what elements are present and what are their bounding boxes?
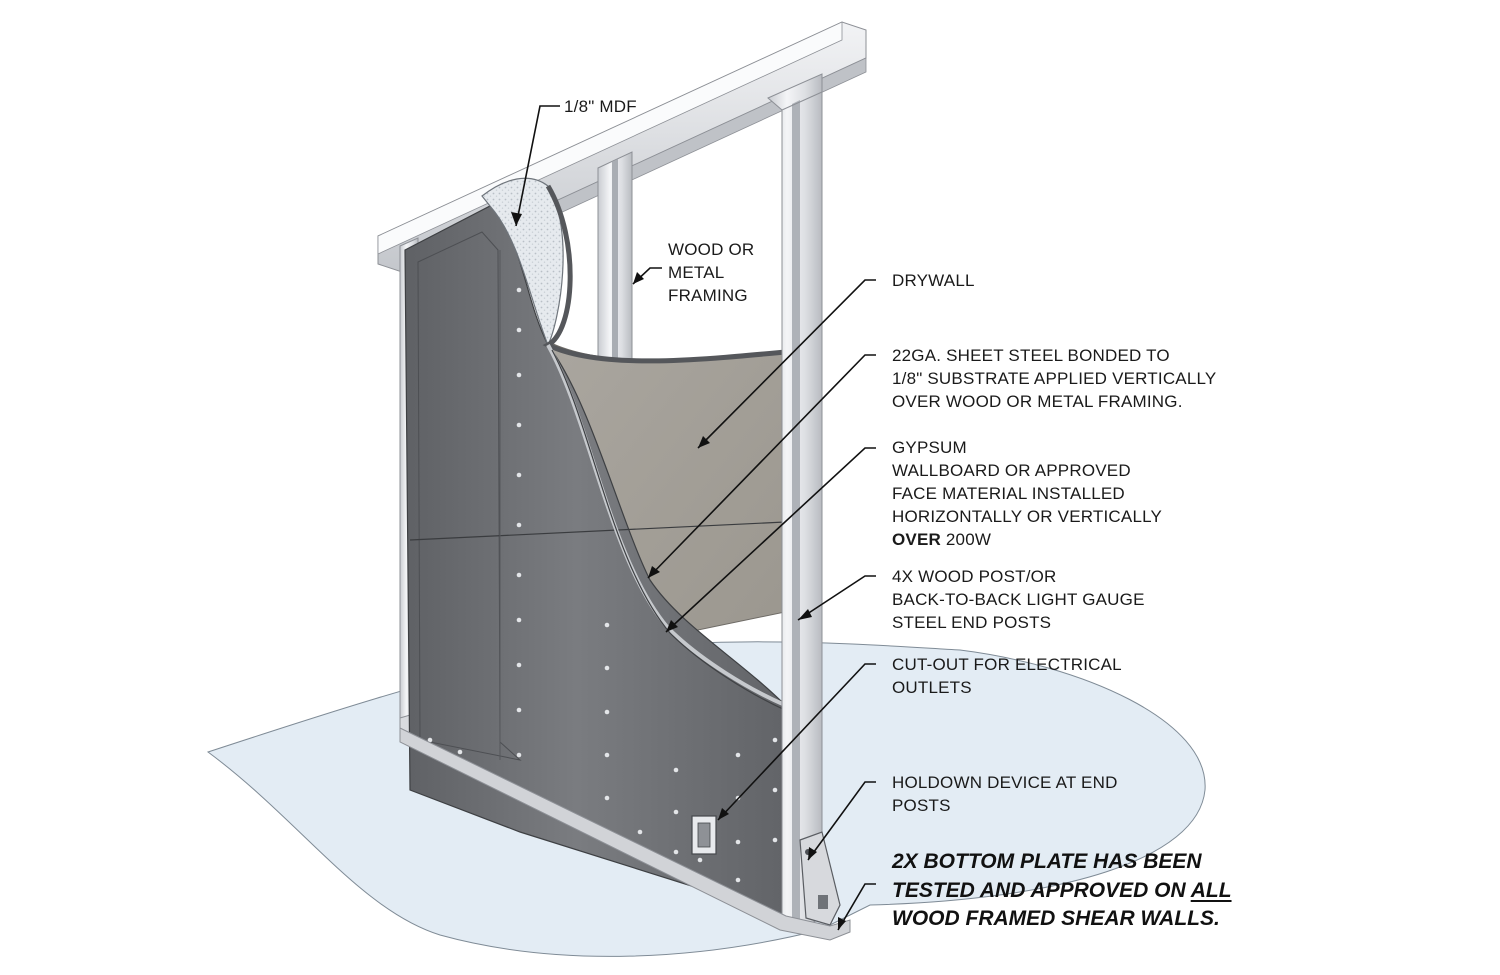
label-end-post-line1: 4X WOOD POST/OR [892, 567, 1057, 586]
label-framing: WOOD OR METAL FRAMING [668, 238, 754, 307]
label-end-post-line2: BACK-TO-BACK LIGHT GAUGE [892, 590, 1145, 609]
label-holdown-line1: HOLDOWN DEVICE AT END [892, 773, 1118, 792]
label-gypsum-line2: WALLBOARD OR APPROVED [892, 461, 1131, 480]
electrical-cutout [691, 815, 717, 855]
note-line1: 2X BOTTOM PLATE HAS BEEN [892, 850, 1202, 873]
label-sheet-steel-line1: 22GA. SHEET STEEL BONDED TO [892, 346, 1170, 365]
label-holdown: HOLDOWN DEVICE AT END POSTS [892, 771, 1118, 817]
leader-lines [515, 105, 876, 931]
label-drywall: DRYWALL [892, 271, 975, 290]
label-cutout-line1: CUT-OUT FOR ELECTRICAL [892, 655, 1122, 674]
label-sheet-steel-line2: 1/8" SUBSTRATE APPLIED VERTICALLY [892, 369, 1217, 388]
label-mdf: 1/8" MDF [564, 97, 637, 116]
label-gypsum-line1: GYPSUM [892, 438, 967, 457]
label-holdown-line2: POSTS [892, 796, 951, 815]
label-sheet-steel: 22GA. SHEET STEEL BONDED TO 1/8" SUBSTRA… [892, 344, 1216, 413]
gypsum-edge [546, 344, 786, 707]
label-gypsum-rating: 200W [940, 530, 992, 549]
label-cutout-line2: OUTLETS [892, 678, 972, 697]
label-end-post: 4X WOOD POST/OR BACK-TO-BACK LIGHT GAUGE… [892, 565, 1145, 634]
label-cutout: CUT-OUT FOR ELECTRICAL OUTLETS [892, 653, 1122, 699]
label-gypsum-line4: HORIZONTALLY OR VERTICALLY [892, 507, 1163, 526]
bottom-plate-note: 2X BOTTOM PLATE HAS BEEN TESTED AND APPR… [892, 848, 1232, 934]
label-gypsum-line5: OVER 200W [892, 528, 1162, 551]
note-line3: WOOD FRAMED SHEAR WALLS. [892, 907, 1220, 930]
panel-seam [409, 521, 786, 541]
label-gypsum: GYPSUM WALLBOARD OR APPROVED FACE MATERI… [892, 436, 1162, 551]
bottom-plate [399, 727, 851, 941]
label-gypsum-over: OVER [892, 530, 941, 549]
leader-arrowheads [511, 212, 846, 930]
note-line2-text: TESTED AND APPROVED ON [892, 878, 1191, 902]
label-gypsum-line3: FACE MATERIAL INSTALLED [892, 484, 1125, 503]
label-sheet-steel-line3: OVER WOOD OR METAL FRAMING. [892, 392, 1183, 411]
note-all-underlined: ALL [1190, 878, 1232, 902]
label-framing-line3: FRAMING [668, 286, 748, 305]
label-framing-line1: WOOD OR [668, 240, 755, 259]
note-line2: TESTED AND APPROVED ON ALL [892, 877, 1232, 906]
label-framing-line2: METAL [668, 263, 725, 282]
mdf-curl [481, 177, 564, 347]
label-end-post-line3: STEEL END POSTS [892, 613, 1052, 632]
fastener-pattern [427, 287, 778, 883]
